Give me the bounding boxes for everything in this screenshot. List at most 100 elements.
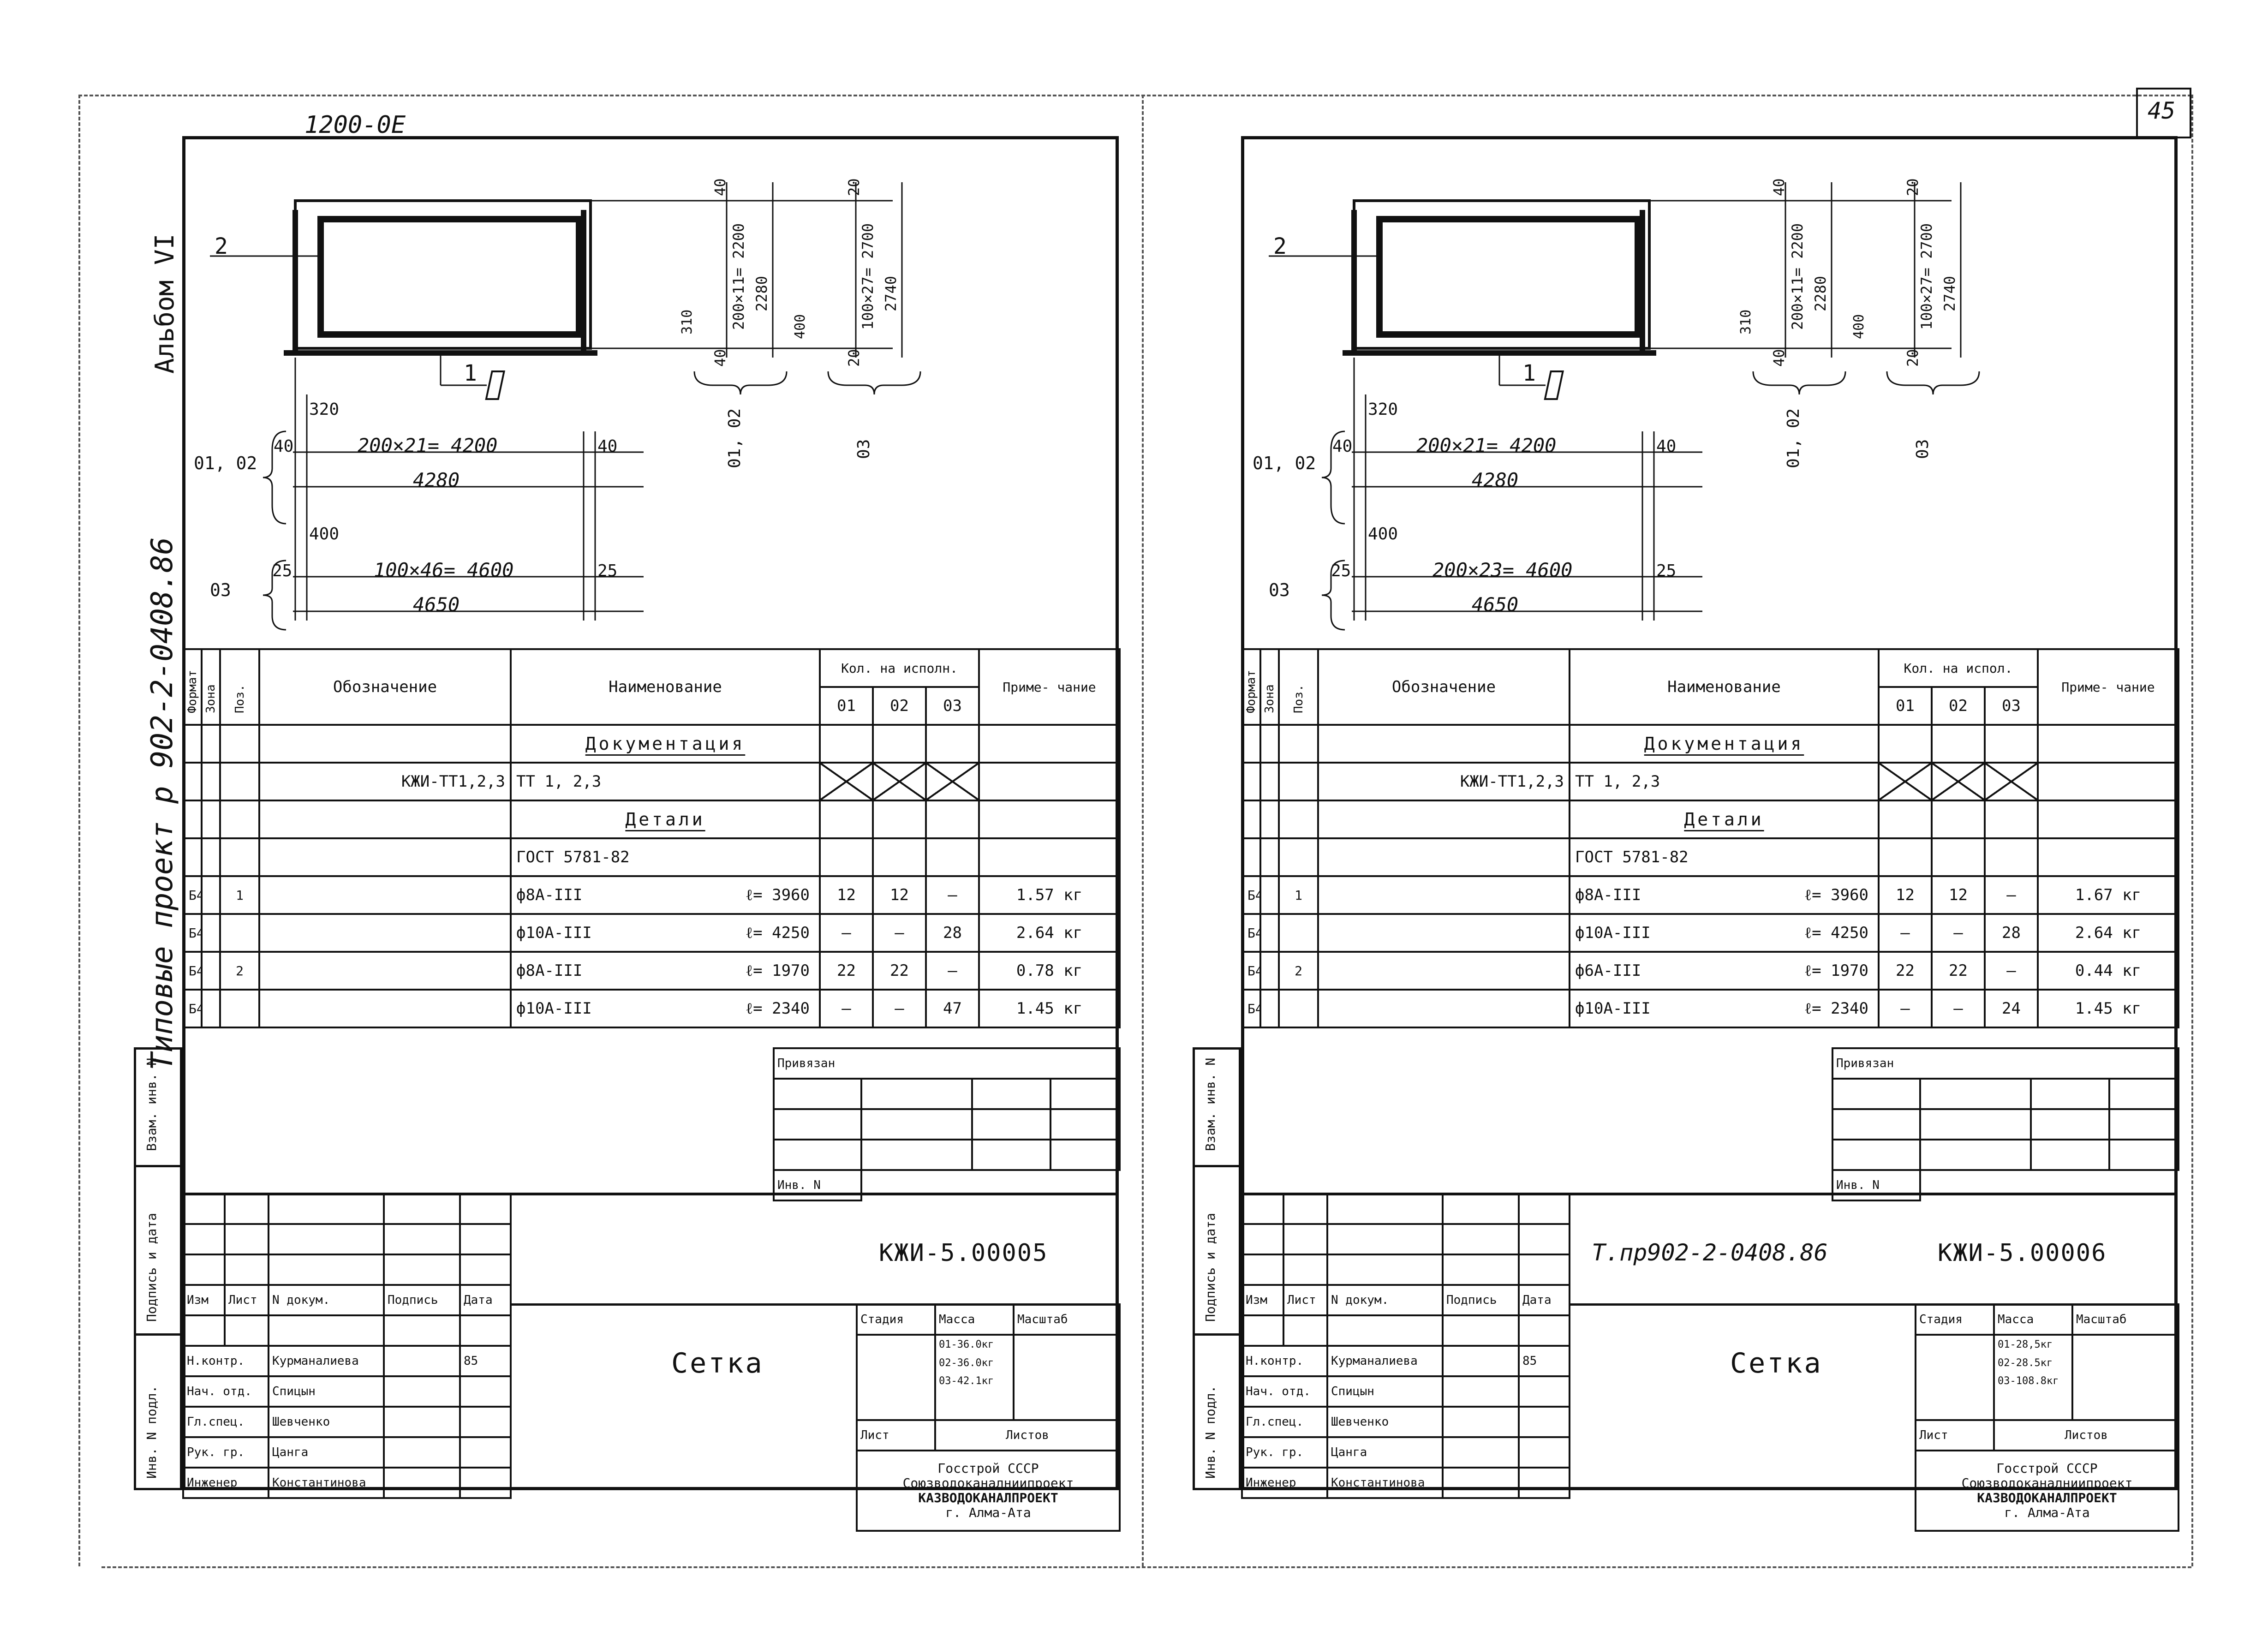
sign-date bbox=[459, 1406, 512, 1438]
signature-row: Рук. гр.Цанга bbox=[1241, 1436, 1570, 1469]
spacing-b: 200×23= 4600 bbox=[1432, 559, 1573, 581]
role: Нач. отд. bbox=[182, 1375, 269, 1408]
bar-length: ℓ= 3960 bbox=[1804, 886, 1868, 904]
dim-40-right: 40 bbox=[1656, 437, 1677, 456]
inv-n-label: Инв. N bbox=[1832, 1169, 1921, 1201]
spec-note: 1.67 кг bbox=[2037, 875, 2179, 915]
mass-03: 03-108.8кг bbox=[1998, 1375, 2059, 1387]
bar-length: ℓ= 4250 bbox=[1804, 924, 1868, 942]
bar-grade: ф10А-III bbox=[516, 999, 592, 1018]
total-a: 4280 bbox=[1472, 469, 1519, 491]
spec-q2: — bbox=[1931, 989, 1986, 1028]
section-details: Детали bbox=[510, 800, 821, 839]
signature bbox=[383, 1345, 461, 1377]
spec-q3: 28 bbox=[1984, 913, 2039, 953]
spec-q2: — bbox=[1931, 913, 1986, 953]
spec-q3: — bbox=[925, 951, 980, 991]
signature-row: Гл.спец.Шевченко bbox=[1241, 1406, 1570, 1438]
col-qty: Кол. на испол. bbox=[1878, 648, 2039, 688]
position-2-label: 2 bbox=[1273, 233, 1287, 259]
spec-pos bbox=[219, 989, 260, 1028]
spec-designation bbox=[1317, 951, 1570, 991]
page-number: 45 bbox=[2148, 97, 2176, 124]
spec-pos bbox=[1278, 989, 1319, 1028]
divider bbox=[510, 1303, 1119, 1306]
h-list2: Лист bbox=[1915, 1419, 1995, 1451]
spec-q2: 22 bbox=[872, 951, 927, 991]
signature-row: Гл.спец.Шевченко bbox=[182, 1406, 512, 1438]
spec-zone bbox=[201, 875, 221, 915]
spec-q1: 12 bbox=[819, 875, 874, 915]
spec-designation bbox=[258, 951, 512, 991]
dim-400: 400 bbox=[1368, 525, 1398, 543]
h-stadiya: Стадия bbox=[1915, 1303, 1995, 1336]
spec-pos: 2 bbox=[219, 951, 260, 991]
bar-length: ℓ= 1970 bbox=[1804, 961, 1868, 980]
v-dim-20: 20 bbox=[1904, 178, 1922, 196]
org-line-3: КАЗВОДОКАНАЛПРОЕКТ bbox=[918, 1490, 1058, 1505]
h-listov: Листов bbox=[934, 1419, 1121, 1451]
col-pos: Поз. bbox=[233, 684, 247, 713]
inv-n-label: Инв. N bbox=[773, 1169, 862, 1201]
col-zone: Зона bbox=[204, 684, 218, 713]
signature-row: Нач. отд.Спицын bbox=[1241, 1375, 1570, 1408]
gost-ref: ГОСТ 5781-82 bbox=[1569, 837, 1880, 877]
spec-pos: 1 bbox=[219, 875, 260, 915]
person-name: Курманалиева bbox=[1326, 1345, 1444, 1377]
mesh-outline bbox=[1353, 199, 1651, 350]
col-q2: 02 bbox=[1931, 686, 1986, 726]
spec-q2: 12 bbox=[872, 875, 927, 915]
doc-designation: КЖИ-ТТ1,2,3 bbox=[258, 762, 512, 801]
bar-grade: ф10А-III bbox=[1575, 924, 1651, 942]
position-2-label: 2 bbox=[215, 233, 228, 259]
spec-designation bbox=[258, 875, 512, 915]
v-total-b: 2740 bbox=[882, 275, 900, 311]
person-name: Шевченко bbox=[268, 1406, 385, 1438]
spec-q1: — bbox=[1878, 913, 1933, 953]
total-b: 4650 bbox=[413, 593, 460, 616]
bar-grade: ф10А-III bbox=[1575, 999, 1651, 1018]
spec-format: Б4 bbox=[1241, 913, 1261, 953]
col-designation: Обозначение bbox=[258, 648, 512, 726]
mesh-drawing bbox=[210, 182, 921, 631]
h-list: Лист bbox=[1283, 1284, 1328, 1316]
h-data: Дата bbox=[459, 1284, 512, 1316]
sign-date bbox=[459, 1436, 512, 1469]
spec-note: 0.78 кг bbox=[978, 951, 1121, 991]
v-dim-400: 400 bbox=[792, 314, 808, 339]
album-label: Альбом VI bbox=[150, 233, 180, 374]
side-cell-2 bbox=[1193, 1165, 1241, 1336]
gost-ref: ГОСТ 5781-82 bbox=[510, 837, 821, 877]
sign-date: 85 bbox=[1518, 1345, 1570, 1377]
spec-designation bbox=[258, 913, 512, 953]
dim-25-left: 25 bbox=[1331, 561, 1351, 580]
spec-format: Б4 bbox=[182, 913, 203, 953]
stage-mass-table: Стадия Масса Масштаб 01-36.0кг 02-36.0кг… bbox=[856, 1303, 1121, 1532]
project-label: Типовые проект р 902-2-0408.86 bbox=[145, 537, 179, 1070]
spec-designation bbox=[258, 989, 512, 1028]
side-podpis: Подпись и дата bbox=[1203, 1212, 1218, 1322]
v-dim-40: 40 bbox=[1770, 178, 1788, 196]
spec-q3: 47 bbox=[925, 989, 980, 1028]
side-vzam: Взам. инв. N bbox=[144, 1057, 159, 1151]
col-note: Приме- чание bbox=[2037, 648, 2179, 726]
spec-zone bbox=[201, 989, 221, 1028]
spec-designation bbox=[1317, 875, 1570, 915]
total-b: 4650 bbox=[1472, 593, 1519, 616]
spacing-a: 200×21= 4200 bbox=[1416, 434, 1557, 457]
revision-table: Изм Лист N докум. Подпись Дата Н.контр.К… bbox=[1241, 1193, 1570, 1499]
top-note: 1200-0E bbox=[304, 111, 406, 139]
v-dim-310: 310 bbox=[679, 309, 695, 334]
col-q1: 01 bbox=[819, 686, 874, 726]
col-q2: 02 bbox=[872, 686, 927, 726]
specification-table: Формат Зона Поз. Обозначение Наименовани… bbox=[182, 648, 1121, 1028]
role: Нач. отд. bbox=[1241, 1375, 1328, 1408]
col-format: Формат bbox=[185, 670, 199, 713]
spec-pos: 1 bbox=[1278, 875, 1319, 915]
spec-note: 1.45 кг bbox=[2037, 989, 2179, 1028]
